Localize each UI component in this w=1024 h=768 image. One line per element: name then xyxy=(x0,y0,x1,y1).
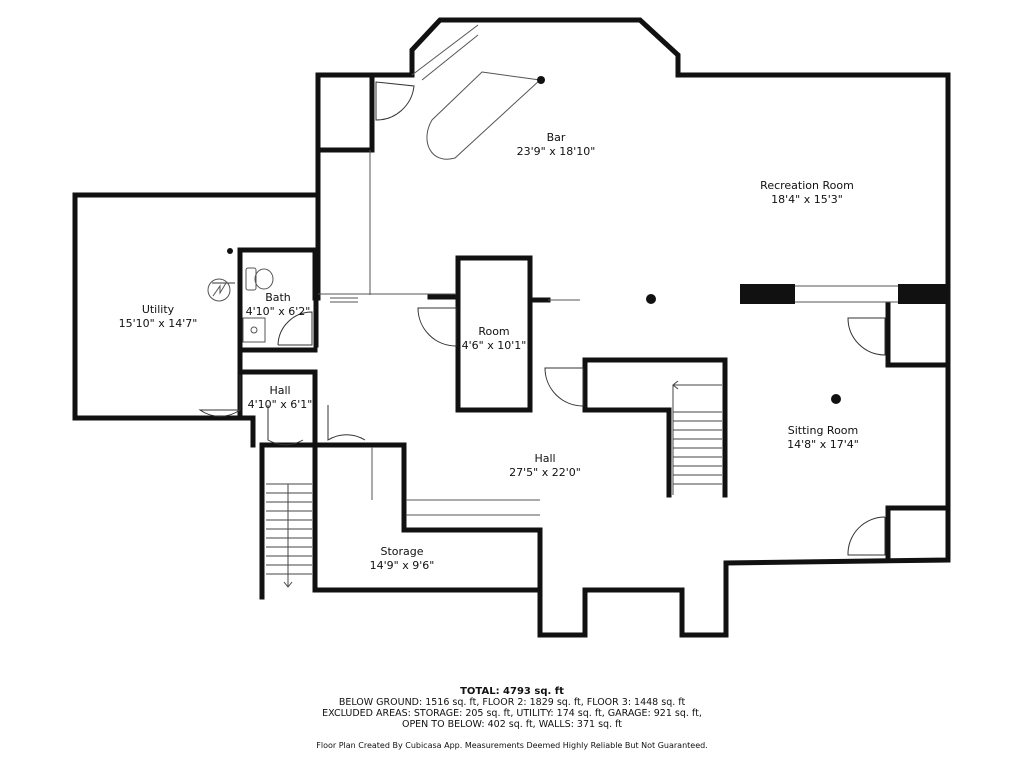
room-dims-utility: 15'10" x 14'7" xyxy=(119,317,198,330)
light-fixture xyxy=(831,394,841,404)
light-fixture xyxy=(227,248,233,254)
credit-note: Floor Plan Created By Cubicasa App. Meas… xyxy=(316,741,708,750)
room-name-hall-small: Hall xyxy=(269,384,290,397)
room-dims-hall-small: 4'10" x 6'1" xyxy=(248,398,313,411)
room-name-bar: Bar xyxy=(547,131,566,144)
area-breakdown-line-3: OPEN TO BELOW: 402 sq. ft, WALLS: 371 sq… xyxy=(401,719,623,730)
fixtures xyxy=(207,71,841,404)
exterior-walls xyxy=(72,17,951,638)
room-dims-bath: 4'10" x 6'2" xyxy=(246,305,311,318)
area-summary: TOTAL: 4793 sq. ft BELOW GROUND: 1516 sq… xyxy=(0,686,1024,730)
room-name-utility: Utility xyxy=(142,303,175,316)
room-name-room: Room xyxy=(478,325,509,338)
stairs-right xyxy=(672,380,722,495)
room-dims-recreation: 18'4" x 15'3" xyxy=(771,193,843,206)
room-name-sitting: Sitting Room xyxy=(788,424,859,437)
sink xyxy=(242,317,266,343)
room-name-recreation: Recreation Room xyxy=(760,179,854,192)
room-dims-room: 4'6" x 10'1" xyxy=(462,339,527,352)
light-fixture xyxy=(537,76,545,84)
doors xyxy=(198,81,886,556)
area-breakdown-line-2: EXCLUDED AREAS: STORAGE: 205 sq. ft, UTI… xyxy=(322,708,702,719)
room-name-bath: Bath xyxy=(265,291,291,304)
thin-lines xyxy=(318,24,580,516)
toilet xyxy=(245,267,257,291)
room-name-hall-main: Hall xyxy=(534,452,555,465)
room-dims-storage: 14'9" x 9'6" xyxy=(370,559,435,572)
room-dims-hall-main: 27'5" x 22'0" xyxy=(509,466,581,479)
total-area: TOTAL: 4793 sq. ft xyxy=(460,686,564,697)
interior-walls xyxy=(237,72,951,593)
bar-counter xyxy=(426,71,542,160)
room-dims-bar: 23'9" x 18'10" xyxy=(517,145,596,158)
room-name-storage: Storage xyxy=(380,545,423,558)
water-heater xyxy=(207,278,231,302)
room-labels: Bar 23'9" x 18'10" Recreation Room 18'4"… xyxy=(119,131,859,572)
light-fixture xyxy=(646,294,656,304)
stairs-left xyxy=(266,483,312,588)
area-breakdown-line-1: BELOW GROUND: 1516 sq. ft, FLOOR 2: 1829… xyxy=(338,697,686,708)
room-dims-sitting: 14'8" x 17'4" xyxy=(787,438,859,451)
